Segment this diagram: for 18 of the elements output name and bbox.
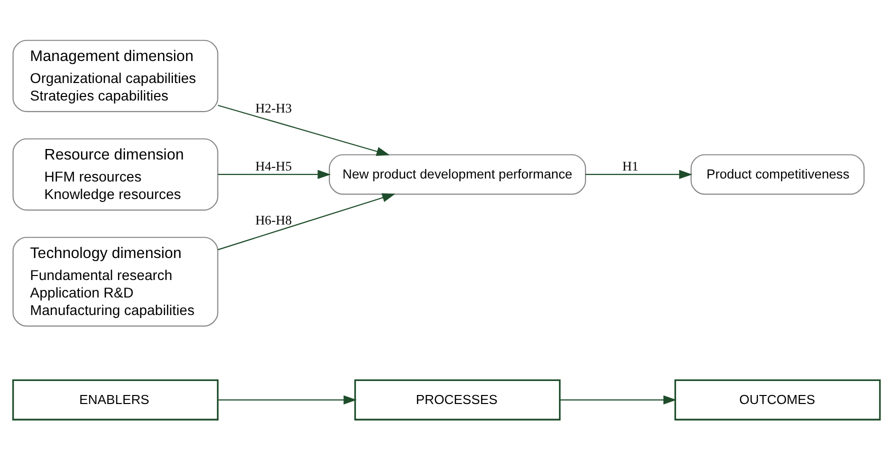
- arrow: [560, 395, 677, 405]
- node-box: ENABLERS: [12, 379, 219, 420]
- arrow: [218, 193, 396, 250]
- edge-label: H2-H3: [255, 100, 292, 116]
- node-box: OUTCOMES: [674, 379, 881, 420]
- arrow: [218, 395, 357, 405]
- arrow: [218, 104, 390, 156]
- node-box: New product development performance: [328, 154, 586, 195]
- edge-label: H6-H8: [255, 212, 292, 228]
- node-box: Resource dimension HFM resources Knowledge resources: [12, 138, 218, 211]
- edge-label: H1: [622, 158, 638, 174]
- node-box: Product competitiveness: [690, 154, 865, 195]
- edge-label: H4-H5: [255, 158, 292, 174]
- node-box: Technology dimension Fundamental research Application R&D Manufacturing capabilities: [12, 236, 218, 327]
- node-box: Management dimension Organizational capabilities Strategies capabilities: [12, 40, 218, 112]
- arrow: [586, 170, 692, 180]
- node-box: PROCESSES: [354, 379, 561, 420]
- arrow: [218, 170, 331, 180]
